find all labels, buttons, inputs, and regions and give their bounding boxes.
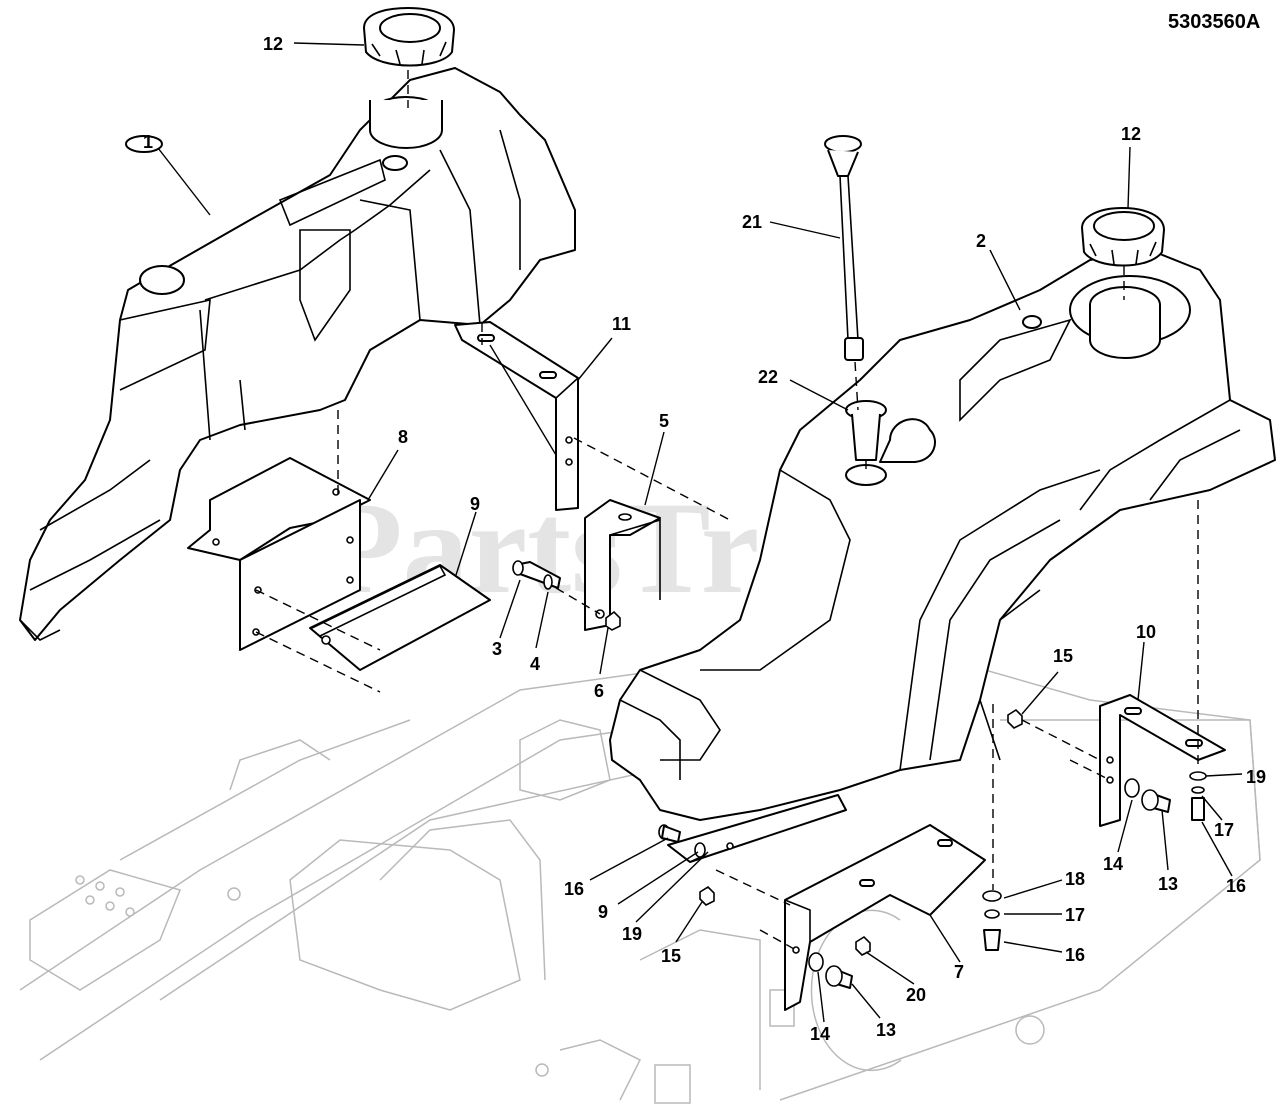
callout-label: 12 [263, 34, 283, 54]
callout-label: 19 [622, 924, 642, 944]
callout-label: 17 [1065, 905, 1085, 925]
callout-label: 14 [810, 1024, 830, 1044]
bracket-11 [454, 321, 579, 511]
callout-label: 20 [906, 985, 926, 1005]
callout-label: 22 [758, 367, 778, 387]
callout-label: 7 [954, 962, 964, 982]
callout-label: 6 [594, 681, 604, 701]
callout-label: 10 [1136, 622, 1156, 642]
callout-label: 16 [1065, 945, 1085, 965]
leader-lines [157, 42, 1243, 1023]
callout-label: 17 [1214, 820, 1234, 840]
mower-frame [19, 639, 1261, 1104]
callout-label: 9 [470, 494, 480, 514]
callout-label: 9 [598, 902, 608, 922]
callout-label: 16 [564, 879, 584, 899]
callout-label: 12 [1121, 124, 1141, 144]
callout-label: 11 [612, 314, 631, 334]
callout-label: 18 [1065, 869, 1085, 889]
callout-label: 13 [1158, 874, 1178, 894]
bracket-10 [1099, 694, 1226, 827]
fuel-cap-left [363, 7, 455, 67]
assembly-lines [255, 70, 1199, 951]
plate-9-lower [667, 794, 847, 863]
bracket-8 [187, 457, 371, 651]
diagram-code: 5303560A [1168, 11, 1260, 33]
fuel-gauge-sender [125, 135, 864, 361]
hardware-3-4-6 [512, 560, 621, 631]
callout-label: 13 [876, 1020, 896, 1040]
callout-label: 15 [1053, 646, 1073, 666]
callout-label: 16 [1226, 876, 1246, 896]
callout-label: 5 [659, 411, 669, 431]
callout-label: 4 [530, 654, 540, 674]
callout-labels: 12 1 12 21 2 11 22 8 5 9 3 4 6 15 10 19 … [143, 34, 1266, 1044]
callout-label: 8 [398, 427, 408, 447]
callout-label: 19 [1246, 767, 1266, 787]
plate-9-upper [309, 564, 491, 671]
callout-label: 1 [143, 132, 153, 152]
fuel-cap-right [1081, 207, 1165, 267]
bracket-5 [584, 499, 661, 631]
bracket-7 [784, 824, 986, 1011]
hardware-misc [658, 708, 1207, 989]
callout-label: 3 [492, 639, 502, 659]
fuel-tank-left [19, 67, 576, 641]
callout-label: 2 [976, 231, 986, 251]
callout-label: 14 [1103, 854, 1123, 874]
callout-label: 15 [661, 946, 681, 966]
fuel-tank-right [609, 249, 1276, 821]
callout-label: 21 [742, 212, 762, 232]
